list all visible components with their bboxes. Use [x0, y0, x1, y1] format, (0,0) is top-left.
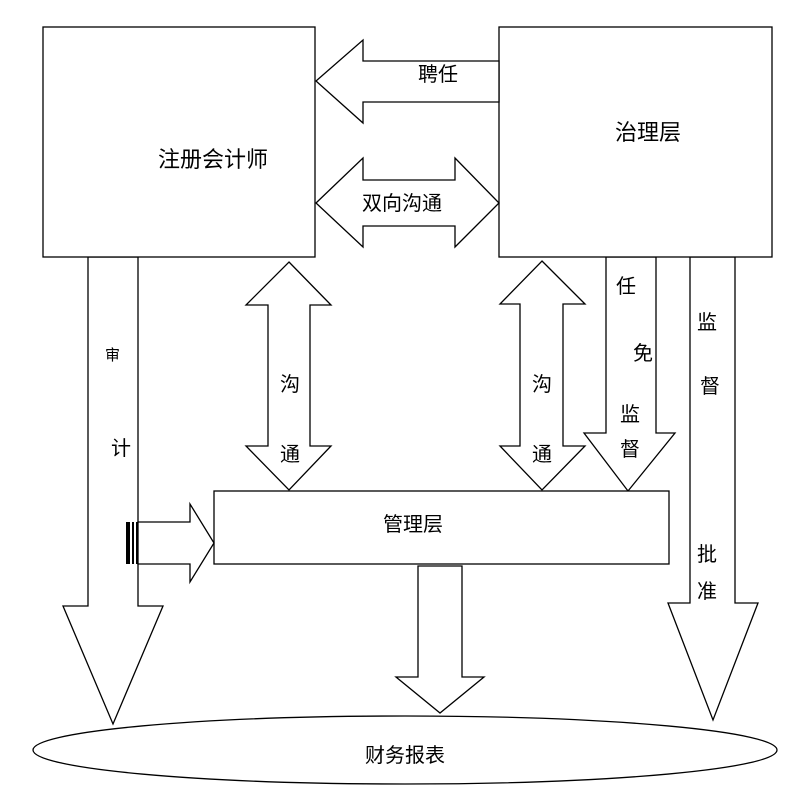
audit-arrow	[62, 256, 164, 726]
arrow-stripe	[132, 522, 134, 564]
statements-label: 财务报表	[365, 743, 445, 767]
supervise-label-1: 监	[697, 310, 717, 334]
hire-arrow	[315, 38, 500, 125]
supervise-mgmt-label-1: 监	[620, 402, 640, 426]
appoint-label-2: 免	[633, 341, 653, 365]
two-way-label: 双向沟通	[362, 191, 442, 215]
cpa-label: 注册会计师	[158, 148, 268, 173]
comm-right-label-1: 沟	[532, 372, 552, 396]
comm-left-label-1: 沟	[280, 372, 300, 396]
approve-label-2: 准	[697, 579, 717, 603]
management-box	[213, 490, 670, 565]
comm-left-label-2: 通	[280, 442, 300, 466]
approve-label-1: 批	[697, 542, 717, 566]
management-label: 管理层	[383, 512, 443, 536]
two-way-arrow	[315, 156, 500, 249]
hire-label: 聘任	[418, 62, 458, 86]
supervise-mgmt-label-2: 督	[620, 437, 640, 461]
management-to-statements-arrow	[394, 565, 486, 714]
comm-left-arrow	[244, 261, 333, 491]
appoint-supervise-arrow	[582, 256, 677, 493]
arrow-stripe	[126, 522, 130, 564]
comm-right-arrow	[498, 260, 587, 491]
governance-box	[498, 26, 773, 258]
governance-label: 治理层	[615, 121, 681, 146]
cpa-box	[42, 26, 316, 258]
statements-ellipse	[32, 715, 778, 785]
audit-to-management-arrow	[137, 501, 215, 585]
audit-label-2: 计	[111, 436, 131, 460]
comm-right-label-2: 通	[532, 442, 552, 466]
appoint-label-1: 任	[616, 274, 636, 298]
arrow-stripe	[136, 522, 138, 564]
supervise-label-2: 督	[700, 374, 720, 398]
supervise-approve-arrow	[667, 256, 759, 722]
audit-label-1: 审	[105, 346, 120, 364]
